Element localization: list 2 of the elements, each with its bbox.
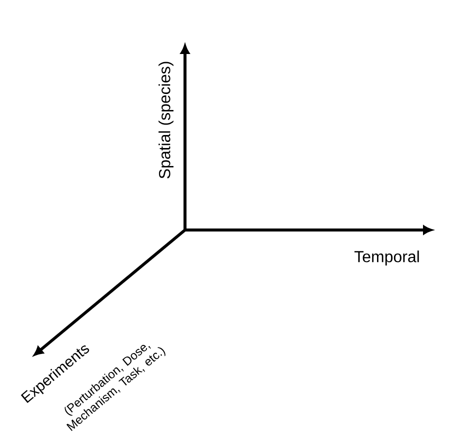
axis-label: Temporal <box>354 250 419 266</box>
axis-label: Spatial (species) <box>158 62 174 178</box>
